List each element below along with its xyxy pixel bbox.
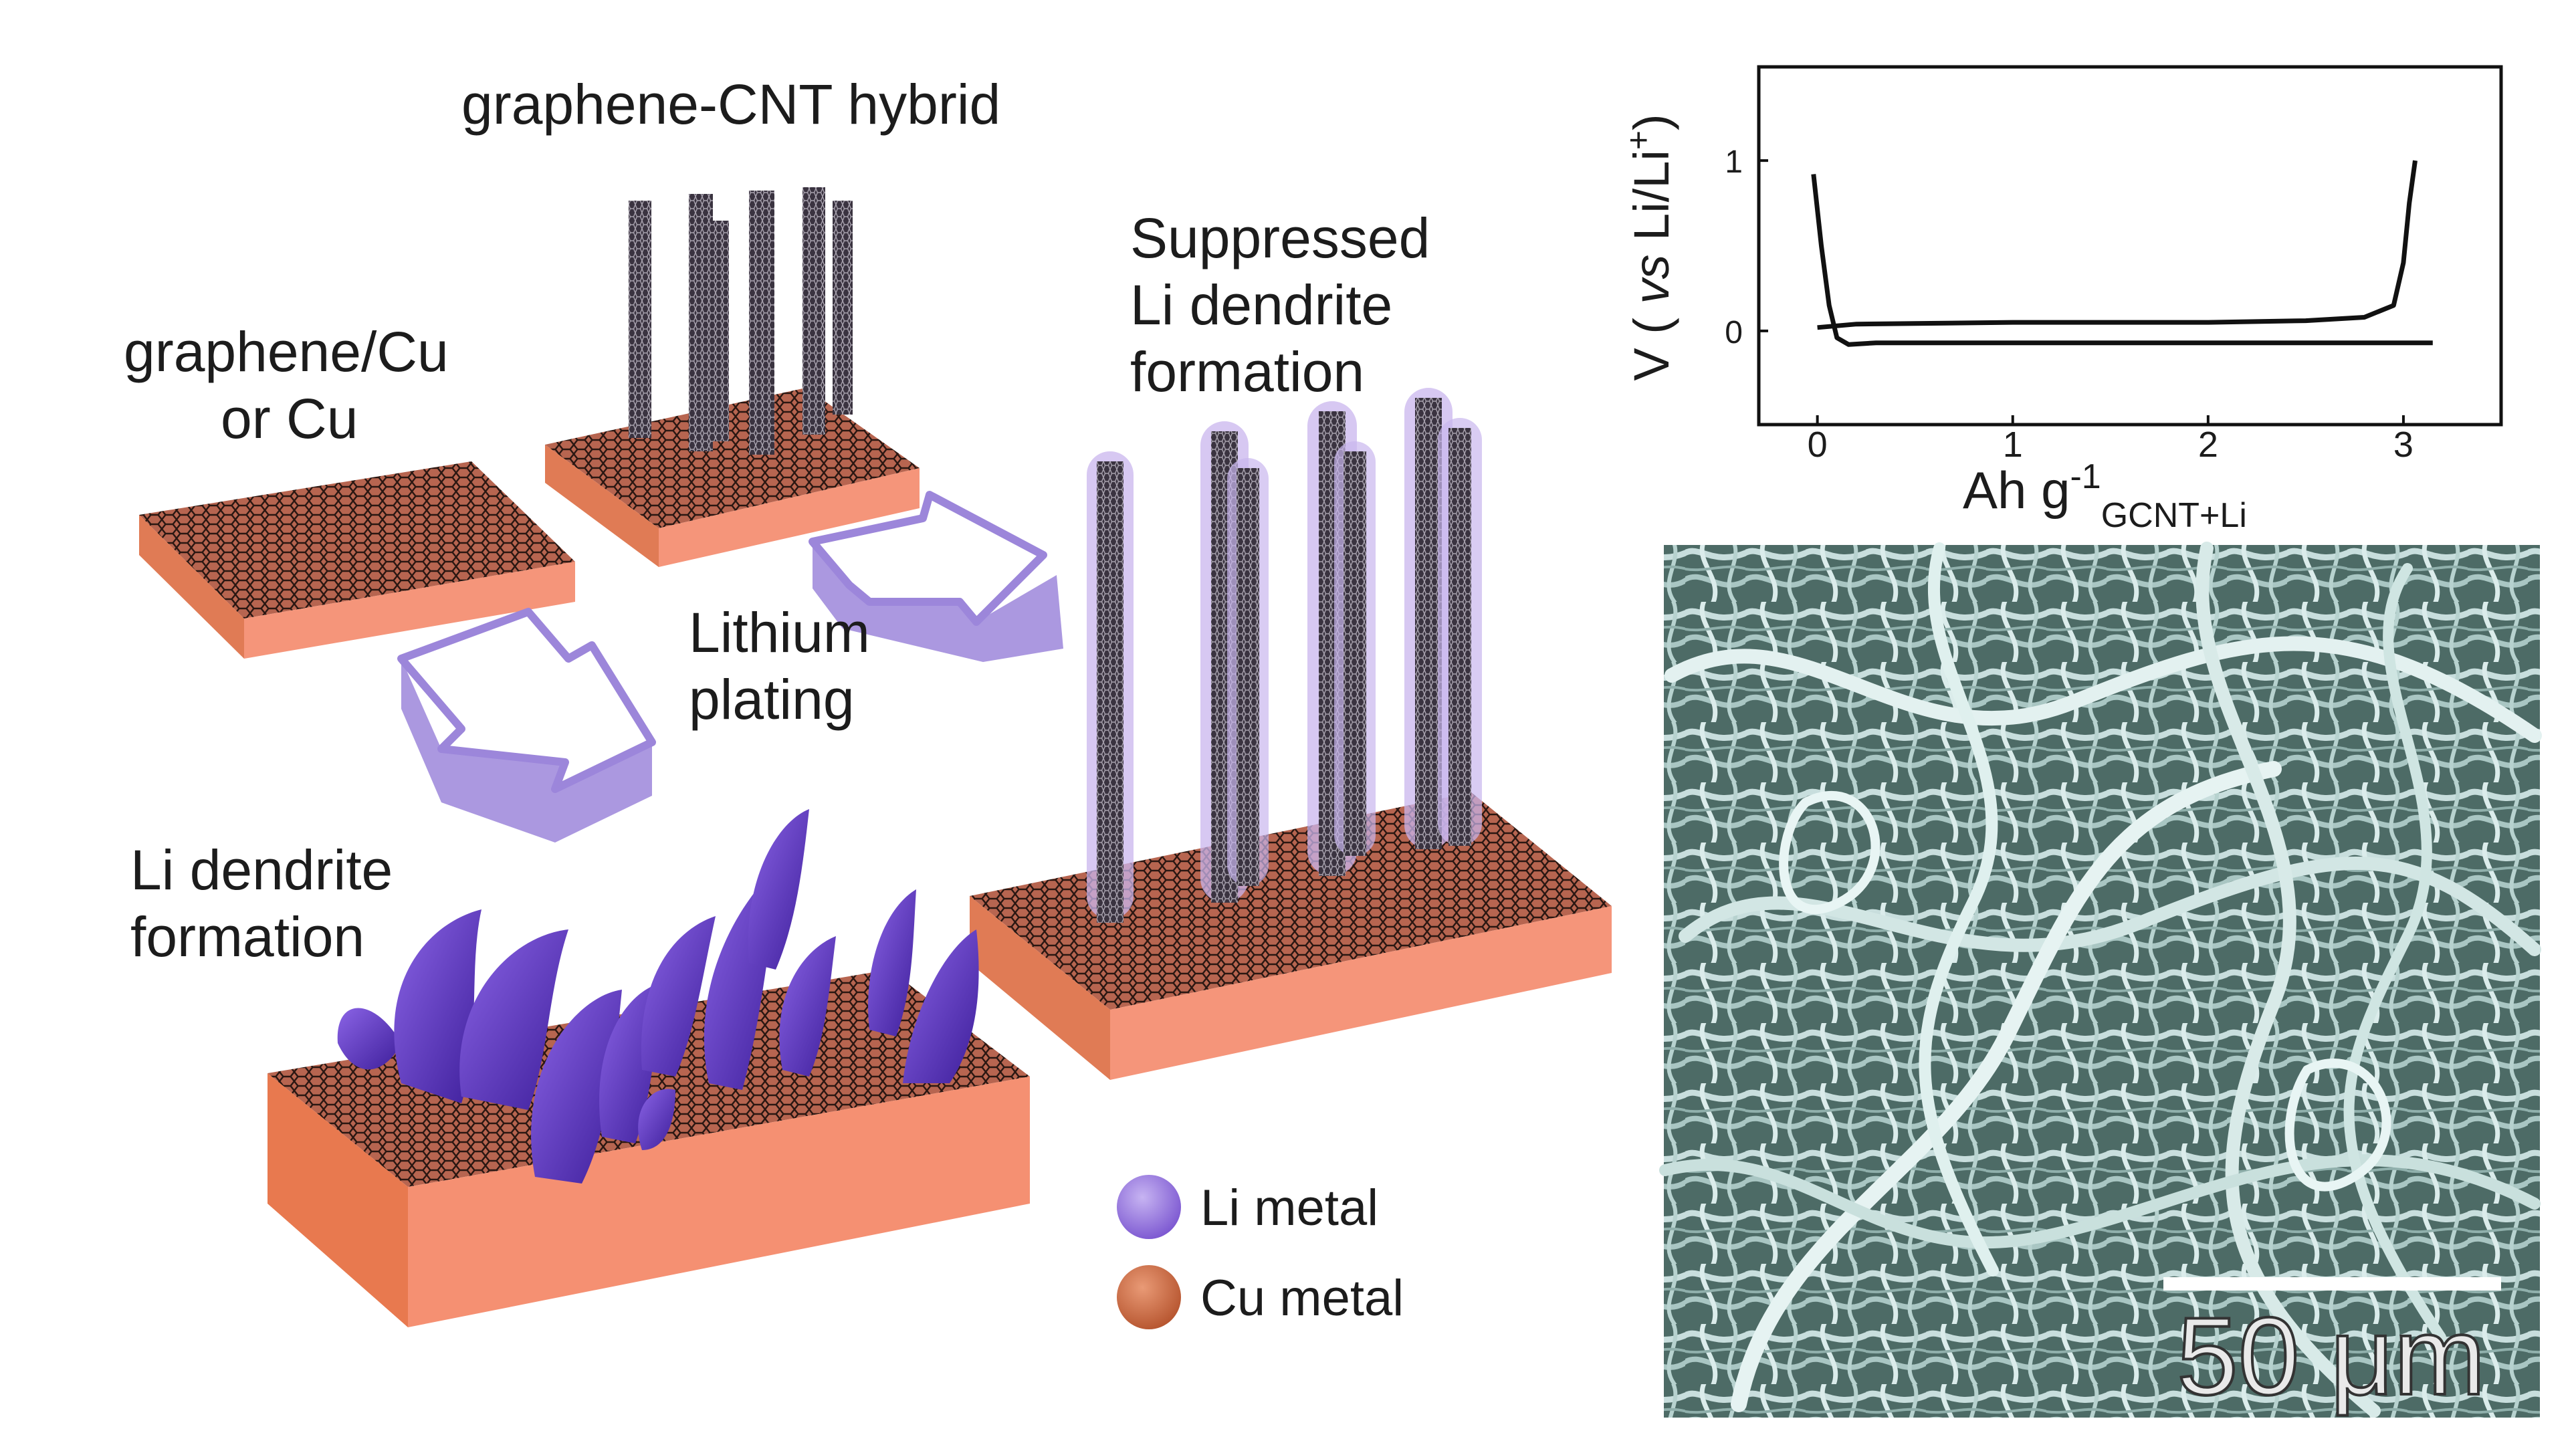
ylabel-main: V ( bbox=[1624, 304, 1679, 381]
chart-x-ticks: 0 1 2 3 bbox=[1808, 415, 2413, 465]
xlabel-sup: -1 bbox=[2070, 457, 2101, 496]
series-line-1 bbox=[1811, 174, 2433, 347]
li-metal-swatch-icon bbox=[1117, 1175, 1181, 1239]
chart-xlabel: Ah g-1GCNT+Li bbox=[1963, 457, 2247, 535]
y-tick-label: 0 bbox=[1725, 315, 1743, 350]
y-tick-label: 1 bbox=[1725, 144, 1743, 180]
li-coated-cnts bbox=[1087, 388, 1482, 923]
plating-arrow-right bbox=[809, 491, 1063, 662]
li-dendrites bbox=[337, 809, 979, 1184]
x-tick-label: 0 bbox=[1808, 425, 1828, 465]
x-tick-label: 3 bbox=[2393, 425, 2413, 465]
li-dendrite-slab bbox=[267, 809, 1030, 1327]
x-tick-label: 1 bbox=[2003, 425, 2023, 465]
ylabel-italic: vs bbox=[1624, 255, 1679, 304]
legend-label-cu: Cu metal bbox=[1200, 1270, 1404, 1327]
label-dendrite-line2: formation bbox=[130, 905, 364, 968]
label-hybrid: graphene-CNT hybrid bbox=[461, 73, 1000, 136]
suppressed-dendrite-slab bbox=[970, 388, 1612, 1080]
label-suppressed-line2: Li dendrite bbox=[1130, 273, 1392, 336]
graphene-cu-slab bbox=[139, 461, 575, 659]
chart-frame bbox=[1757, 65, 2503, 427]
ylabel-rest: Li/Li bbox=[1624, 150, 1679, 254]
legend-label-li: Li metal bbox=[1200, 1180, 1378, 1236]
series-line-2 bbox=[1817, 160, 2418, 330]
label-plating-line1: Lithium bbox=[689, 601, 870, 664]
x-tick-label: 2 bbox=[2198, 425, 2218, 465]
sem-fibers bbox=[1659, 542, 2542, 1418]
label-plating-line2: plating bbox=[689, 668, 855, 731]
xlabel-main: Ah g bbox=[1963, 461, 2070, 520]
xlabel-sub: GCNT+Li bbox=[2101, 496, 2247, 535]
ylabel-close: ) bbox=[1624, 114, 1679, 130]
plating-arrow-left bbox=[397, 608, 656, 843]
cu-metal-swatch-icon bbox=[1117, 1265, 1181, 1329]
cnt-tubes bbox=[629, 187, 853, 455]
label-dendrite-line1: Li dendrite bbox=[130, 839, 393, 901]
scale-bar-label: 50 μm bbox=[2177, 1295, 2486, 1418]
label-cu-line2: or Cu bbox=[221, 387, 358, 450]
legend: Li metal Cu metal bbox=[1117, 1175, 1404, 1329]
label-cu-line1: graphene/Cu bbox=[124, 320, 449, 383]
label-suppressed-line1: Suppressed bbox=[1130, 207, 1430, 269]
chart-series bbox=[1811, 160, 2433, 347]
ylabel-sup: + bbox=[1620, 130, 1657, 150]
legend-item-li: Li metal bbox=[1117, 1175, 1378, 1239]
chart-y-ticks: 10 bbox=[1725, 144, 1768, 350]
sem-image: 50 μm bbox=[1659, 542, 2542, 1419]
legend-item-cu: Cu metal bbox=[1117, 1265, 1404, 1329]
scale-bar bbox=[2163, 1277, 2501, 1291]
graphene-cnt-hybrid bbox=[545, 187, 920, 567]
label-suppressed-line3: formation bbox=[1130, 340, 1364, 403]
chart-ylabel: V ( vs Li/Li+) bbox=[1620, 114, 1679, 380]
